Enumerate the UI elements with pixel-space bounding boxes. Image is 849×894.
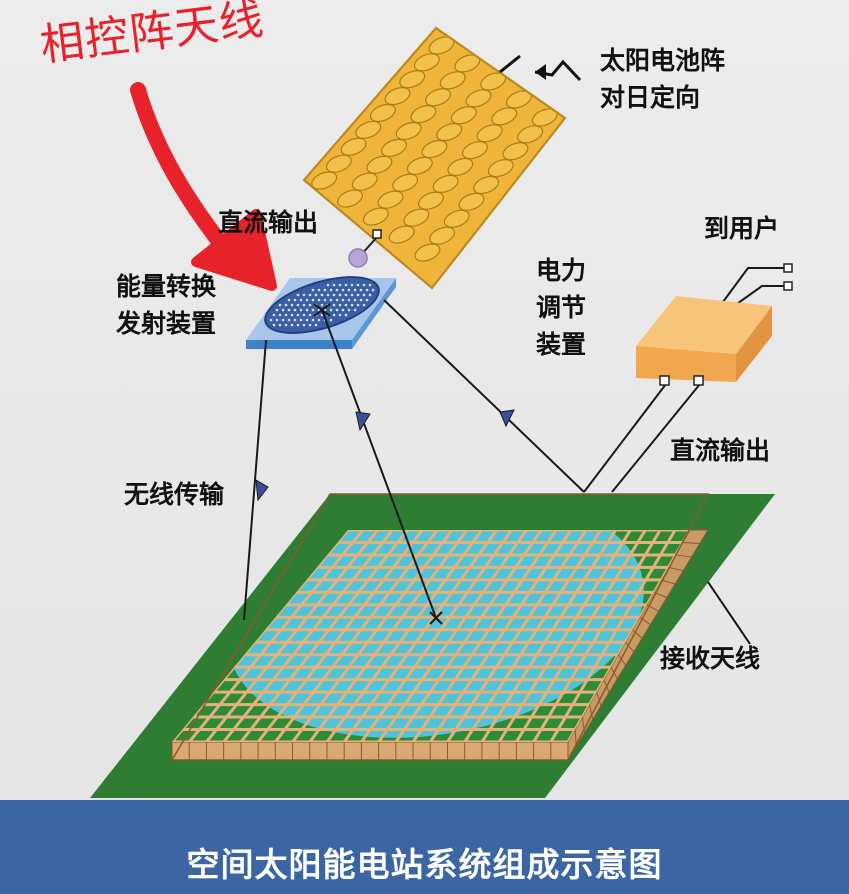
converter-label: 能量转换 发射装置 (116, 272, 217, 338)
receiver-label: 接收天线 (660, 644, 761, 673)
user-terminal-icons (783, 263, 793, 291)
pointer-arrow-icon (130, 82, 277, 291)
solar-panel-icon (302, 26, 567, 290)
to-user-label: 到用户 (704, 214, 780, 243)
beam-cone-icons (255, 409, 515, 502)
sun-pointer-icon (499, 54, 582, 82)
power-regulator-label: 电力 调节 装置 (536, 256, 587, 359)
wireless-label: 无线传输 (124, 480, 225, 509)
footer-bar (0, 800, 849, 894)
receiving-antenna-icon (90, 493, 775, 798)
footer-title: 空间太阳能电站系统组成示意图 (186, 845, 663, 884)
regulator-box-icon (636, 296, 772, 386)
dc-output-top-label: 直流输出 (218, 208, 319, 237)
solar-array-label: 太阳电池阵 对日定向 (600, 46, 726, 112)
dc-output-right-label: 直流输出 (670, 436, 771, 465)
beam-lines (243, 267, 786, 625)
panel-connector-icon (348, 229, 382, 268)
